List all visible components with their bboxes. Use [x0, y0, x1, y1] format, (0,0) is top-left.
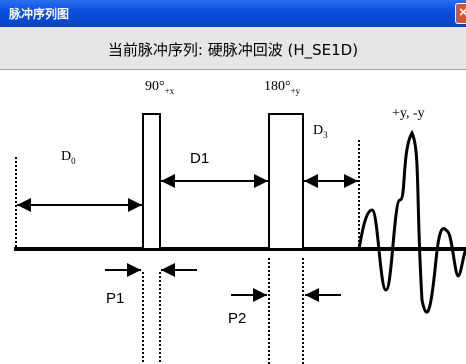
- pulse2-sub: +y: [290, 85, 301, 96]
- d1-label: D1: [190, 150, 210, 167]
- pulse-180: [268, 113, 304, 250]
- d0-main: D: [61, 149, 72, 164]
- d3-label: D3: [313, 123, 328, 140]
- current-sequence-label: 当前脉冲序列: 硬脉冲回波 (H_SE1D): [107, 41, 359, 59]
- pulse-diagram-svg: [14, 113, 466, 364]
- pulse1-main: 90°: [145, 79, 165, 94]
- pulse1-sub: +x: [164, 85, 175, 96]
- d3-main: D: [313, 123, 324, 138]
- d3-sub: 3: [323, 129, 328, 140]
- window-title: 脉冲序列图: [9, 7, 70, 21]
- pulse-diagram: D0 90°+x D1 180°+y D3 +y, -y P1 P2: [0, 70, 466, 364]
- p2-label: P2: [228, 310, 247, 327]
- echo-phase-label: +y, -y: [392, 106, 425, 121]
- pulse-90: [142, 113, 161, 250]
- pulse1-label: 90°+x: [145, 79, 174, 96]
- d0-label: D0: [61, 149, 76, 166]
- sequence-header: 当前脉冲序列: 硬脉冲回波 (H_SE1D): [0, 27, 466, 70]
- close-button[interactable]: ×: [455, 3, 466, 24]
- title-bar[interactable]: 脉冲序列图 ×: [0, 0, 466, 27]
- p1-label: P1: [106, 290, 125, 307]
- pulse2-label: 180°+y: [264, 79, 300, 96]
- pulse2-main: 180°: [264, 79, 291, 94]
- d0-sub: 0: [71, 155, 76, 166]
- close-icon: ×: [459, 4, 466, 21]
- echo-signal: [357, 129, 466, 314]
